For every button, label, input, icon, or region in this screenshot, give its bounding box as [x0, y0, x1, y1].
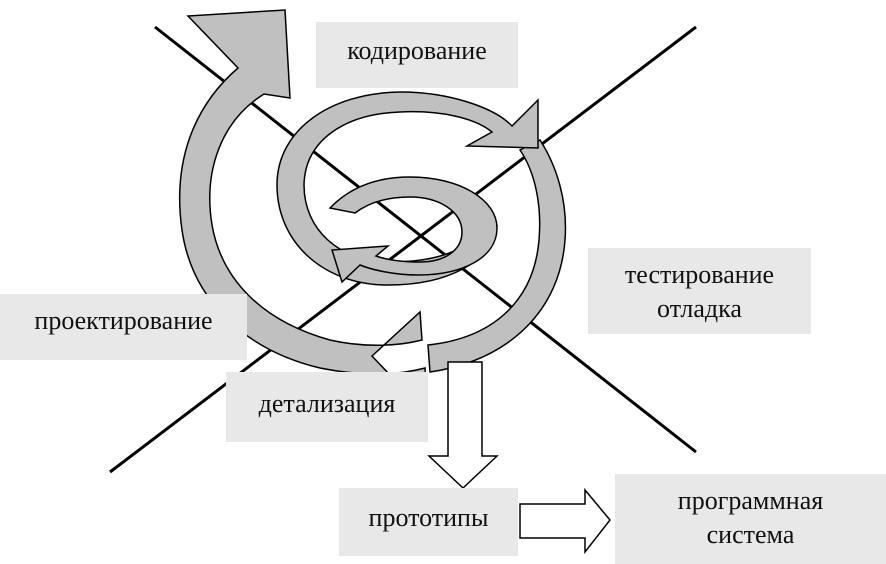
label-coding-text: кодирование [347, 36, 487, 65]
label-detailing: детализация [226, 372, 428, 442]
axis-line-ascending [109, 25, 697, 474]
label-design-text: проектирование [34, 306, 213, 335]
label-detailing-text: детализация [258, 389, 396, 418]
label-prototypes: прототипы [339, 488, 518, 556]
label-testing-line2: отладка [657, 294, 742, 323]
label-system-line2: система [706, 520, 795, 549]
label-testing-line1: тестирование [624, 260, 775, 289]
label-system: программная система [615, 474, 886, 564]
outer-ring-arrow [427, 139, 567, 373]
down-arrow-to-prototypes [427, 361, 499, 490]
label-prototypes-text: прототипы [368, 503, 489, 532]
label-testing: тестирование отладка [588, 248, 811, 334]
right-arrow-to-system [519, 487, 611, 555]
inner-spiral-arrow [328, 176, 498, 284]
label-coding: кодирование [316, 22, 518, 88]
label-system-line1: программная [677, 486, 824, 515]
label-design: проектирование [0, 294, 247, 360]
